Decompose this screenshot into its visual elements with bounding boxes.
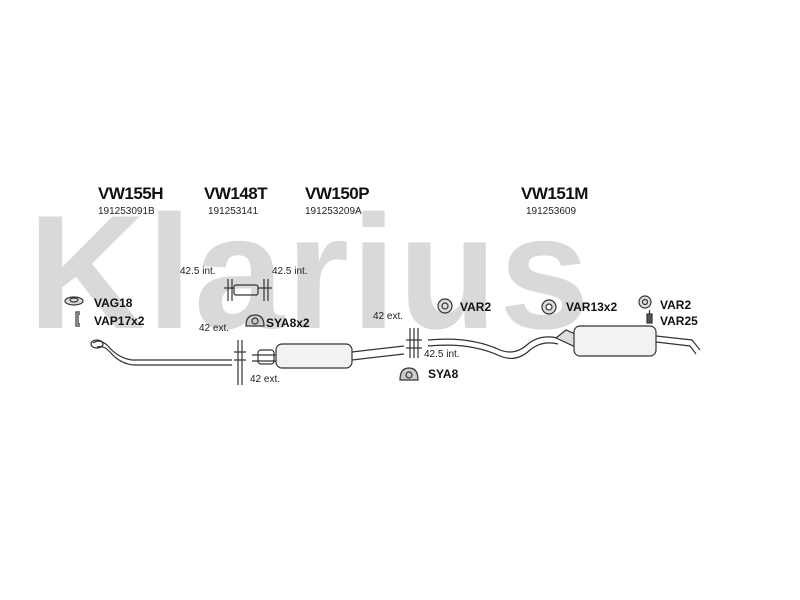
part-number-vw155h: 191253091B [98, 206, 155, 217]
vap17-clamp-icon [75, 311, 80, 327]
accessory-label-var2-mid: VAR2 [460, 300, 492, 314]
var2-clamp-icon [437, 298, 453, 314]
centre-silencer-vw150p [252, 343, 405, 369]
connector-tube-vw148t [224, 279, 272, 301]
dim-label-int-mid: 42.5 int. [424, 349, 460, 360]
accessory-label-var2-right: VAR2 [660, 298, 692, 312]
dim-label-ext-mid: 42 ext. [373, 311, 404, 322]
rear-silencer-vw151m [427, 325, 701, 360]
part-number-vw148t: 191253141 [208, 206, 259, 217]
klarius-watermark: Klarius [28, 182, 592, 363]
part-code-vw155h: VW155H [98, 184, 164, 203]
joint-marker-mid [406, 328, 422, 358]
part-number-vw151m: 191253609 [526, 206, 577, 217]
dim-label-ext-lower: 42 ext. [250, 374, 281, 385]
part-number-vw150p: 191253209A [305, 206, 362, 217]
var25-bolt-icon [646, 310, 653, 324]
accessory-label-vag18: VAG18 [94, 296, 133, 310]
dim-label-int-right: 42.5 int. [272, 266, 308, 277]
part-code-vw150p: VW150P [305, 184, 370, 203]
part-code-vw148t: VW148T [204, 184, 268, 203]
var13x2-ring-icon [541, 299, 557, 315]
dim-label-ext-upper: 42 ext. [199, 323, 230, 334]
sya8x2-hanger-icon [245, 314, 265, 327]
sya8-hanger-icon [399, 367, 419, 381]
accessory-label-vap17x2: VAP17x2 [94, 314, 145, 328]
dim-label-int-left: 42.5 int. [180, 266, 216, 277]
part-code-vw151m: VW151M [521, 184, 588, 203]
vag18-ring-icon [64, 296, 84, 306]
joint-marker-front [234, 340, 246, 385]
accessory-label-sya8: SYA8 [428, 367, 459, 381]
front-pipe-vw155h [90, 339, 232, 366]
var2-right-clamp-icon [638, 295, 652, 309]
accessory-label-sya8x2: SYA8x2 [266, 316, 310, 330]
accessory-label-var13x2: VAR13x2 [566, 300, 618, 314]
accessory-label-var25: VAR25 [660, 314, 698, 328]
